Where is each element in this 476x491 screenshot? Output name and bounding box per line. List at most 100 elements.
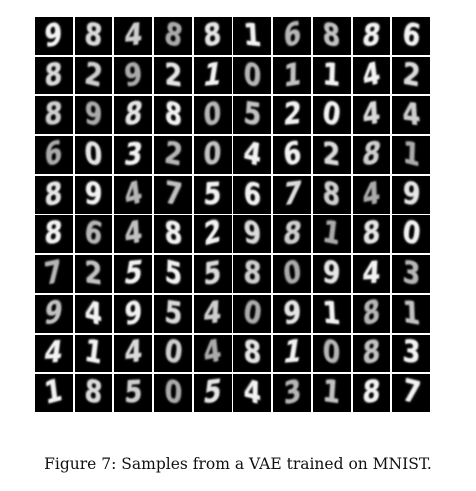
sample-digit: 2 [82, 56, 105, 95]
sample-cell: 9 [114, 294, 153, 333]
sample-cell: 8 [352, 136, 391, 174]
sample-cell: 5 [114, 374, 153, 412]
sample-digit: 6 [283, 17, 301, 55]
sample-digit: 4 [42, 334, 65, 371]
sample-digit: 9 [42, 294, 65, 333]
sample-digit: 8 [362, 294, 381, 333]
sample-cell: 8 [352, 374, 391, 412]
sample-digit: 7 [43, 255, 65, 293]
sample-cell: 9 [35, 294, 73, 333]
sample-cell: 8 [312, 175, 351, 214]
sample-digit: 8 [362, 334, 381, 373]
sample-digit: 1 [282, 56, 302, 95]
sample-cell: 8 [154, 17, 192, 55]
sample-digit: 1 [82, 334, 105, 372]
sample-cell: 0 [193, 96, 232, 135]
sample-digit: 5 [202, 176, 223, 213]
sample-cell: 1 [74, 334, 113, 373]
sample-digit: 9 [242, 215, 262, 254]
sample-digit: 5 [203, 255, 222, 293]
sample-digit: 8 [44, 215, 64, 253]
sample-cell: 1 [312, 56, 351, 95]
sample-digit: 9 [44, 17, 64, 55]
sample-cell: 4 [193, 294, 232, 333]
sample-cell: 1 [312, 294, 351, 333]
sample-cell: 8 [233, 334, 272, 373]
sample-cell: 7 [35, 255, 73, 293]
sample-digit: 7 [400, 374, 423, 412]
sample-cell: 3 [392, 255, 430, 293]
sample-digit: 6 [243, 175, 262, 214]
sample-cell: 4 [114, 334, 153, 373]
sample-cell: 8 [233, 255, 272, 293]
sample-cell: 2 [74, 56, 113, 95]
sample-digit: 4 [243, 374, 262, 412]
sample-cell: 4 [352, 96, 391, 135]
sample-digit: 8 [202, 17, 223, 55]
sample-cell: 4 [233, 374, 272, 412]
sample-digit: 0 [162, 334, 184, 373]
sample-cell: 0 [392, 215, 430, 254]
sample-cell: 2 [154, 56, 192, 95]
sample-cell: 9 [392, 175, 430, 214]
sample-cell: 2 [74, 255, 113, 293]
sample-digit: 8 [360, 17, 383, 54]
sample-cell: 8 [352, 294, 391, 333]
figure-caption: Figure 7: Samples from a VAE trained on … [44, 455, 432, 473]
sample-cell: 6 [74, 215, 113, 254]
sample-cell: 8 [154, 215, 192, 254]
sample-digit: 8 [243, 334, 262, 372]
sample-cell: 0 [233, 56, 272, 95]
sample-cell: 5 [233, 96, 272, 135]
sample-cell: 8 [35, 175, 73, 214]
sample-digit: 9 [122, 56, 144, 95]
sample-cell: 8 [352, 215, 391, 254]
sample-digit: 8 [361, 374, 382, 411]
sample-cell: 8 [273, 215, 311, 254]
sample-digit: 2 [203, 215, 222, 254]
sample-cell: 5 [154, 255, 192, 293]
sample-digit: 1 [321, 294, 342, 332]
sample-cell: 1 [193, 56, 232, 95]
sample-cell: 1 [312, 374, 351, 412]
sample-digit: 8 [322, 175, 341, 214]
sample-digit: 0 [163, 374, 183, 412]
sample-digit: 2 [162, 136, 184, 174]
sample-cell: 1 [392, 136, 430, 174]
sample-cell: 4 [193, 334, 232, 373]
sample-cell: 4 [352, 175, 391, 214]
sample-digit: 1 [401, 136, 421, 174]
sample-digit: 4 [361, 96, 382, 134]
sample-digit: 6 [400, 17, 422, 55]
sample-digit: 8 [242, 255, 262, 292]
sample-cell: 7 [154, 175, 192, 214]
sample-cell: 8 [35, 96, 73, 135]
sample-cell: 9 [74, 175, 113, 214]
sample-cell: 1 [233, 17, 272, 55]
sample-digit: 9 [401, 175, 422, 213]
sample-digit: 4 [122, 175, 144, 214]
sample-cell: 5 [154, 294, 192, 333]
sample-digit: 8 [164, 96, 182, 135]
sample-digit: 1 [201, 56, 225, 94]
sample-digit: 8 [83, 374, 104, 412]
sample-cell: 8 [35, 56, 73, 95]
sample-cell: 8 [114, 96, 153, 135]
sample-cell: 8 [193, 17, 232, 55]
sample-digit: 8 [83, 17, 104, 55]
sample-cell: 1 [273, 334, 311, 373]
sample-digit: 4 [401, 96, 421, 134]
sample-cell: 9 [273, 294, 311, 333]
sample-digit: 5 [242, 96, 263, 134]
sample-digit: 5 [162, 294, 183, 332]
sample-digit: 7 [163, 175, 183, 214]
sample-digit: 0 [281, 255, 303, 293]
sample-digit: 4 [202, 294, 223, 332]
sample-digit: 9 [84, 96, 103, 135]
sample-cell: 1 [392, 294, 430, 333]
sample-digit: 2 [282, 96, 302, 134]
sample-cell: 1 [312, 215, 351, 254]
sample-cell: 0 [312, 334, 351, 373]
sample-cell: 6 [392, 17, 430, 55]
sample-digit: 0 [241, 294, 264, 333]
